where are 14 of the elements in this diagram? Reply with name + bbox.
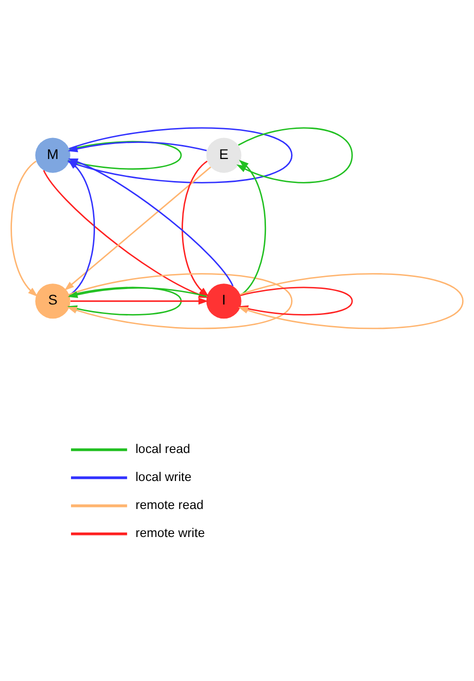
legend-label: local write <box>136 469 192 484</box>
arrow <box>68 286 207 298</box>
legend-label: remote read <box>136 497 204 512</box>
arrow <box>70 297 208 304</box>
arrow <box>238 159 266 296</box>
legend-label: local read <box>136 441 190 456</box>
arrow <box>64 166 212 290</box>
arrow <box>68 140 207 152</box>
legend-label: remote write <box>136 525 205 540</box>
node-circle: E <box>206 137 242 172</box>
node-circle: I <box>206 283 242 318</box>
node-circle: M <box>35 137 70 172</box>
arrow <box>10 160 38 296</box>
node-circle: S <box>35 283 70 318</box>
